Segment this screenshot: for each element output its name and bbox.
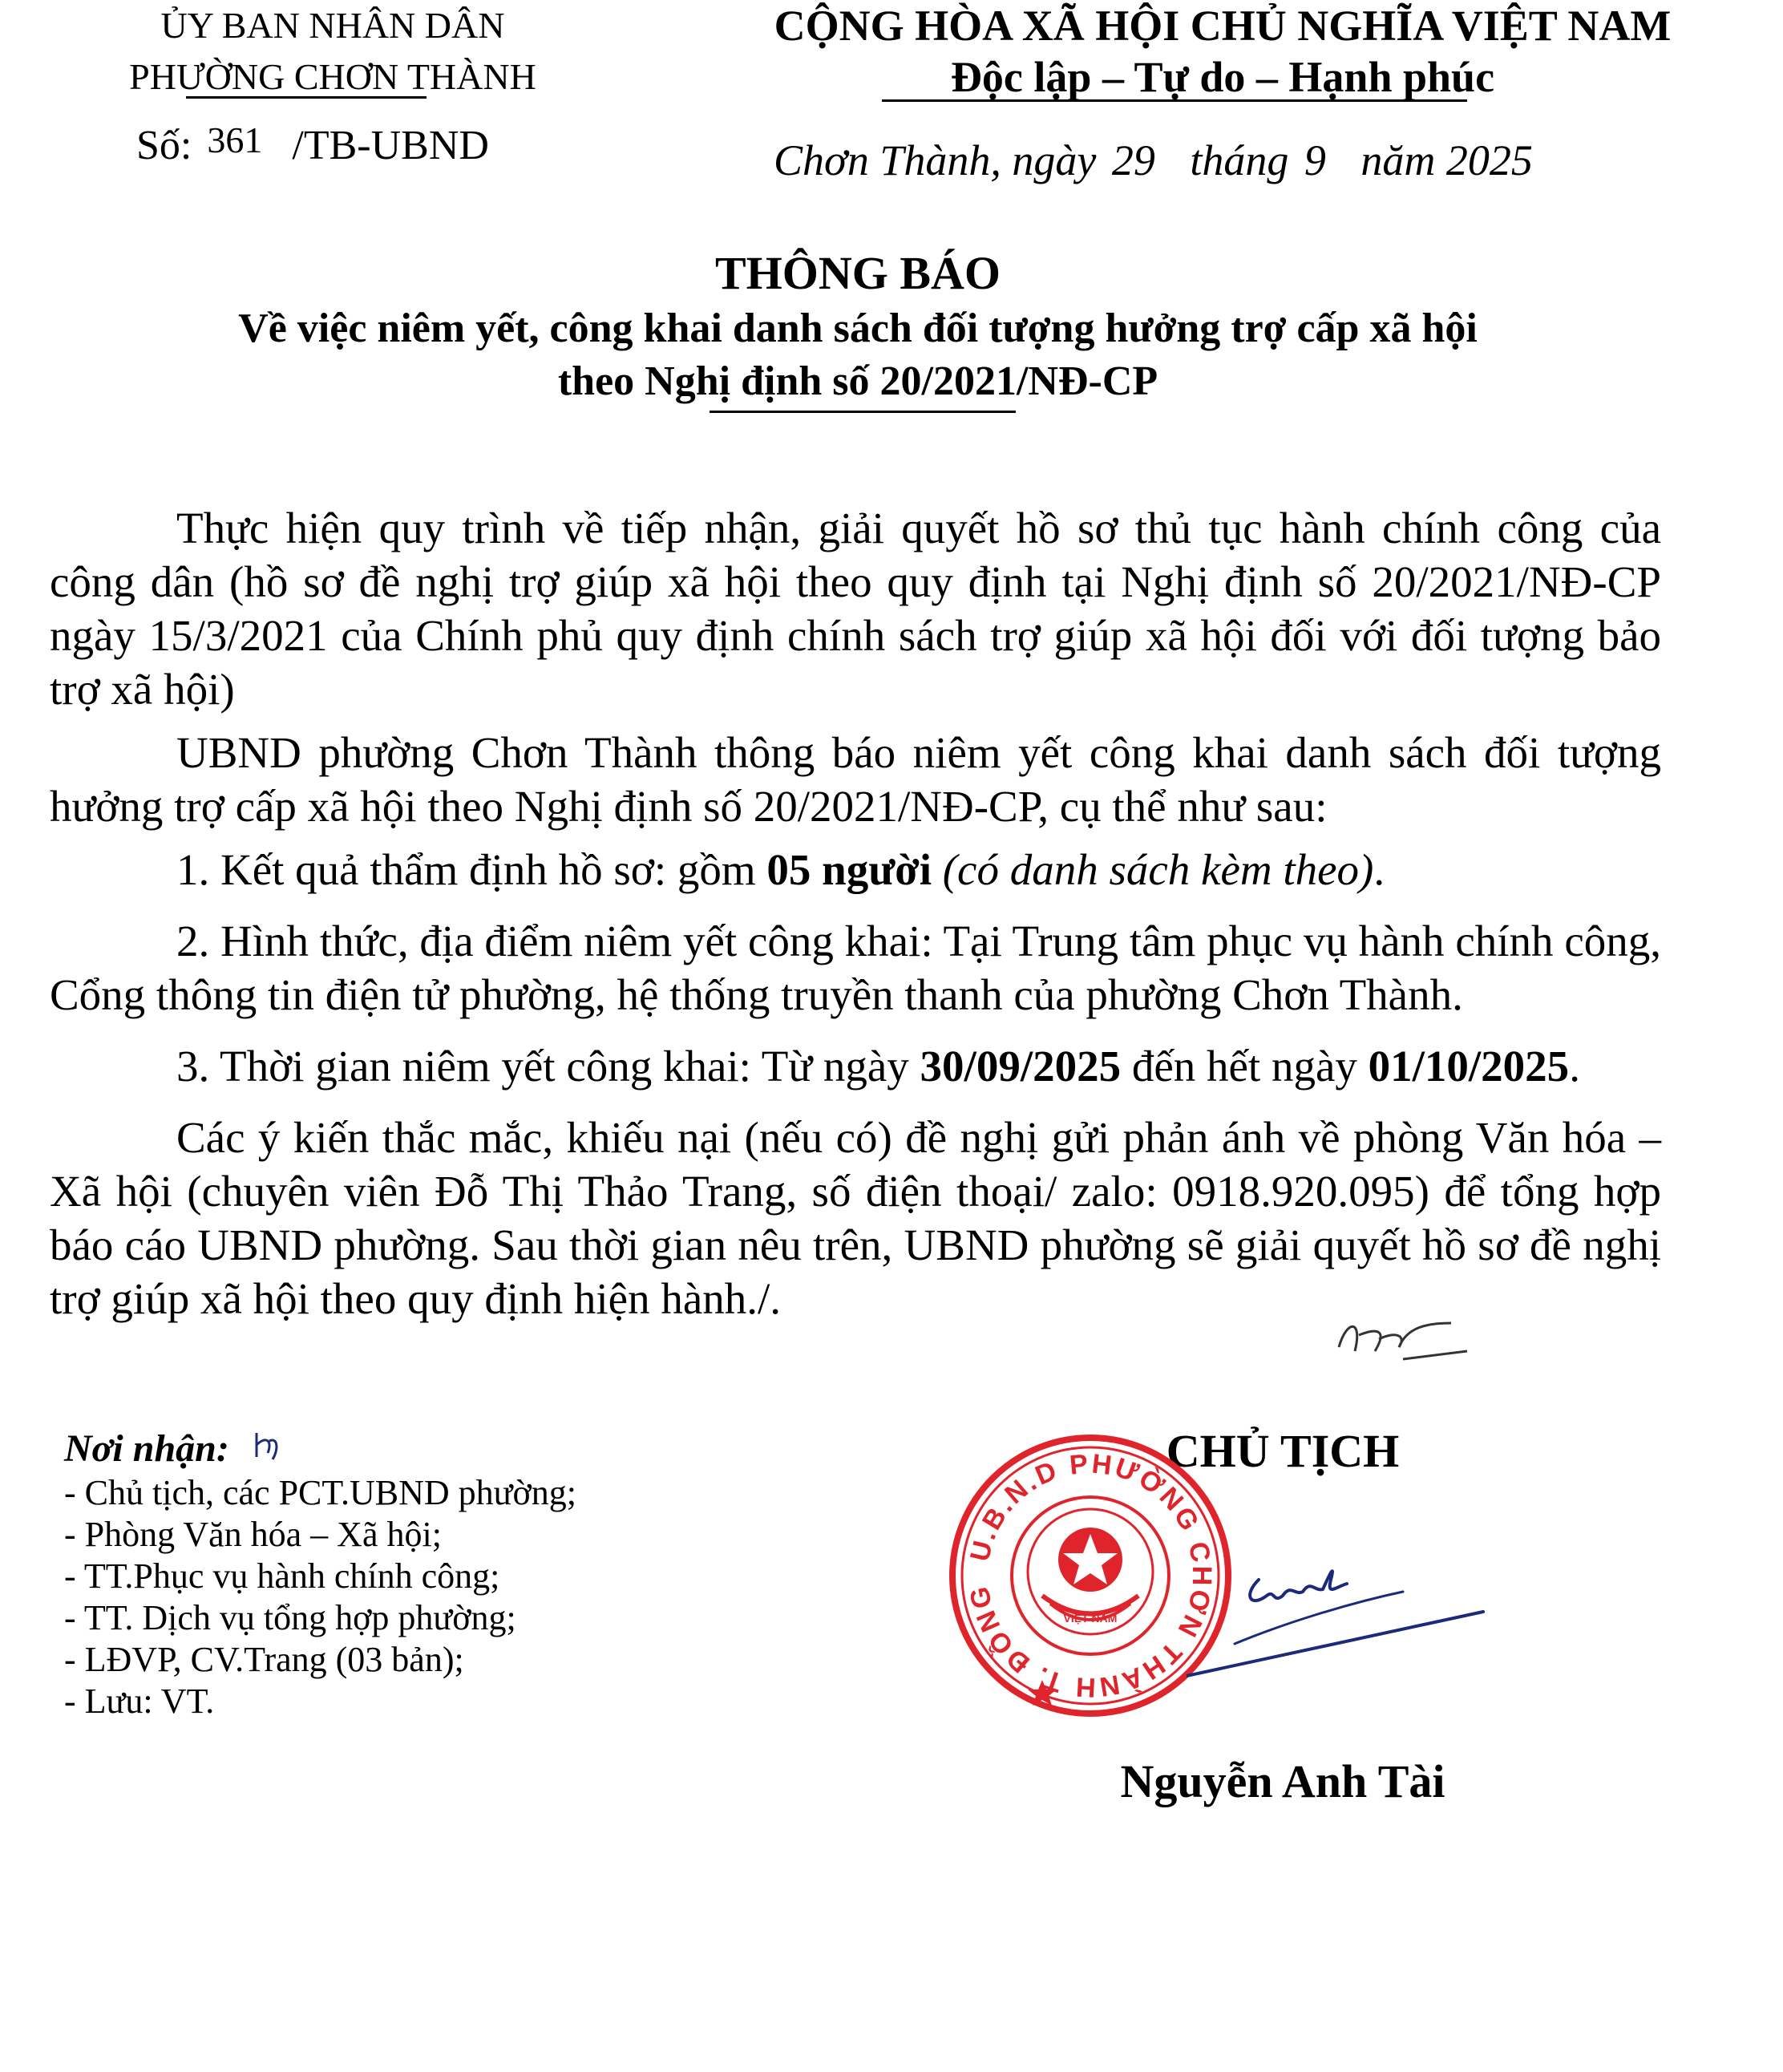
item-location: 2. Hình thức, địa điểm niêm yết công kha… xyxy=(50,917,1661,1019)
signer-position: CHỦ TỊCH xyxy=(1166,1425,1400,1477)
issue-year: năm 2025 xyxy=(1360,136,1533,184)
item-period-text: 3. Thời gian niêm yết công khai: Từ ngày xyxy=(176,1042,920,1091)
national-motto: Độc lập – Tự do – Hạnh phúc xyxy=(950,53,1495,101)
item-result-end: . xyxy=(1373,845,1385,894)
document-number: Số: 361 /TB-UBND xyxy=(136,119,585,172)
item-result-count: 05 người xyxy=(766,845,932,894)
issue-month-label: tháng xyxy=(1190,136,1289,184)
recipients-label: Nơi nhận: xyxy=(64,1427,229,1470)
nation-name: CỘNG HÒA XÃ HỘI CHỦ NGHĨA VIỆT NAM xyxy=(774,2,1672,50)
notice-subject-line2: theo Nghị định số 20/2021/NĐ-CP xyxy=(557,358,1158,404)
paragraph-intro: Thực hiện quy trình về tiếp nhận, giải q… xyxy=(50,504,1661,714)
official-seal: U.B.N.D PHƯỜNG CHƠN THÀNH T. ĐỒNG NAI VI… xyxy=(946,1431,1231,1717)
recipient-item: - Lưu: VT. xyxy=(64,1681,215,1721)
item-period-end: . xyxy=(1569,1042,1580,1091)
recipient-item: - LĐVP, CV.Trang (03 bản); xyxy=(64,1640,464,1679)
recipients-initials-mark xyxy=(255,1433,278,1460)
title-underline xyxy=(710,411,1016,413)
recipients-block: Nơi nhận: - Chủ tịch, các PCT.UBND phườn… xyxy=(64,1426,866,1722)
item-result-text: 1. Kết quả thẩm định hồ sơ: gồm xyxy=(176,845,767,894)
notice-title: THÔNG BÁO Về việc niêm yết, công khai da… xyxy=(0,245,1716,408)
recipient-item: - Chủ tịch, các PCT.UBND phường; xyxy=(64,1473,577,1512)
agency-underline xyxy=(186,96,427,99)
document-number-label: Số: xyxy=(136,123,192,168)
handwritten-signature xyxy=(1187,1569,1485,1677)
item-period-mid: đến hết ngày xyxy=(1121,1042,1369,1091)
initials-mark xyxy=(1337,1321,1468,1361)
recipient-item: - TT. Dịch vụ tổng hợp phường; xyxy=(64,1598,516,1637)
notice-subject-line1: Về việc niêm yết, công khai danh sách đố… xyxy=(238,306,1478,351)
recipient-item: - Phòng Văn hóa – Xã hội; xyxy=(64,1515,442,1554)
agency-header: ỦY BAN NHÂN DÂN PHƯỜNG CHƠN THÀNH xyxy=(24,0,641,103)
issue-day: 29 xyxy=(1111,136,1155,184)
item-period-from: 30/09/2025 xyxy=(920,1042,1122,1091)
paragraph-feedback: Các ý kiến thắc mắc, khiếu nại (nếu có) … xyxy=(50,1113,1661,1323)
nation-header: CỘNG HÒA XÃ HỘI CHỦ NGHĨA VIỆT NAM Độc l… xyxy=(689,0,1756,103)
agency-name-line1: ỦY BAN NHÂN DÂN xyxy=(160,5,505,46)
document-number-value: 361 xyxy=(207,119,263,160)
motto-underline xyxy=(882,99,1467,102)
recipient-item: - TT.Phục vụ hành chính công; xyxy=(64,1556,500,1596)
document-number-suffix: /TB-UBND xyxy=(292,123,489,168)
notice-heading: THÔNG BÁO xyxy=(714,247,1001,299)
item-result: 1. Kết quả thẩm định hồ sơ: gồm 05 người… xyxy=(50,843,1661,896)
issue-place: Chơn Thành, ngày xyxy=(774,136,1097,184)
issue-month: 9 xyxy=(1304,136,1326,184)
paragraph-announcement: UBND phường Chơn Thành thông báo niêm yế… xyxy=(50,728,1661,831)
item-result-note: (có danh sách kèm theo) xyxy=(942,845,1374,894)
item-period: 3. Thời gian niêm yết công khai: Từ ngày… xyxy=(50,1039,1661,1093)
agency-name-line2: PHƯỜNG CHƠN THÀNH xyxy=(129,56,536,97)
seal-inner-text: VIỆT NAM xyxy=(1064,1611,1118,1625)
signer-name: Nguyễn Anh Tài xyxy=(1120,1755,1445,1807)
item-period-to: 01/10/2025 xyxy=(1368,1042,1570,1091)
issue-date: Chơn Thành, ngày 29 tháng 9 năm 2025 xyxy=(774,135,1776,186)
notice-body: Thực hiện quy trình về tiếp nhận, giải q… xyxy=(50,501,1661,1325)
